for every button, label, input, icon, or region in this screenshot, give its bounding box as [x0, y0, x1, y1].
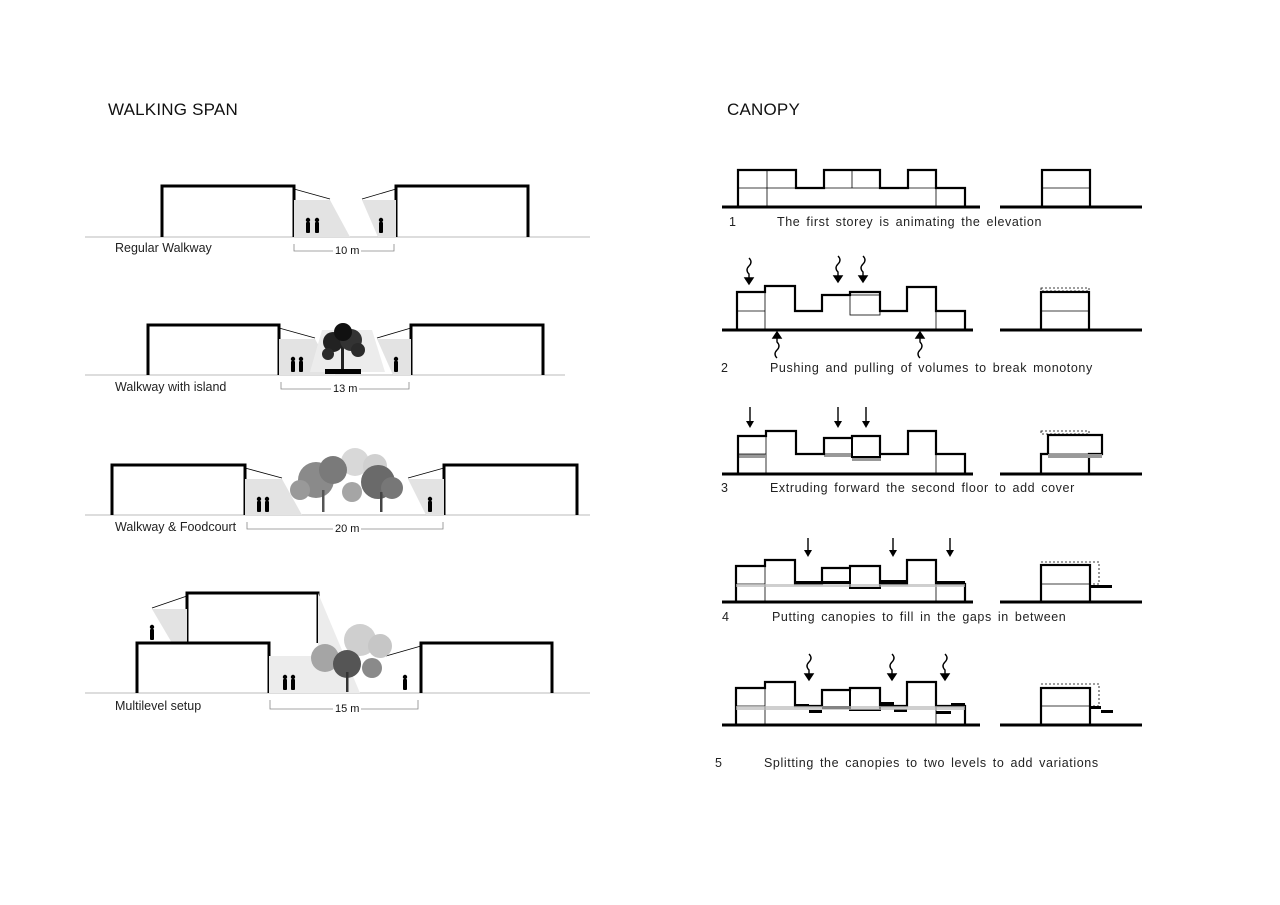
- person-icon: [305, 217, 384, 233]
- canopy-step-3-diagram: [722, 407, 1142, 476]
- section-walkway-island: [85, 323, 565, 390]
- span-dimension: 10 m: [333, 245, 362, 257]
- step-caption: Extruding forward the second floor to ad…: [770, 481, 1075, 495]
- canopy-step-4-diagram: [722, 538, 1142, 604]
- arrow-down-icon: [746, 407, 870, 428]
- section-label: Walkway & Foodcourt: [115, 520, 237, 534]
- canopy-step-1-diagram: [722, 168, 1142, 209]
- tree-icon: [311, 624, 392, 692]
- section-label: Walkway with island: [115, 380, 227, 394]
- step-number: 3: [721, 481, 728, 495]
- person-icon: [149, 624, 408, 690]
- step-number: 2: [721, 361, 728, 375]
- step-caption: Putting canopies to fill in the gaps in …: [772, 610, 1067, 624]
- section-multilevel-setup: [85, 591, 590, 710]
- tree-icon: [290, 448, 403, 512]
- step-caption: Splitting the canopies to two levels to …: [764, 756, 1099, 770]
- span-dimension: 15 m: [333, 703, 362, 715]
- canopy-title: CANOPY: [727, 100, 800, 119]
- section-walkway-foodcourt: [85, 448, 590, 530]
- step-caption: The first storey is animating the elevat…: [777, 215, 1042, 229]
- person-icon: [256, 496, 433, 512]
- section-label: Regular Walkway: [115, 241, 212, 255]
- arrow-down-icon: [804, 538, 954, 557]
- step-number: 1: [729, 215, 736, 229]
- canopy-step-2-diagram: [722, 255, 1142, 359]
- wavy-arrow-icon: [803, 653, 951, 682]
- section-label: Multilevel setup: [115, 699, 202, 713]
- step-caption: Pushing and pulling of volumes to break …: [770, 361, 1093, 375]
- step-number: 5: [715, 756, 722, 770]
- section-regular-walkway: [85, 184, 590, 252]
- span-dimension: 13 m: [331, 383, 360, 395]
- person-icon: [290, 356, 399, 372]
- step-number: 4: [722, 610, 729, 624]
- walking-span-title: WALKING SPAN: [108, 100, 238, 119]
- tree-icon: [310, 323, 385, 374]
- wavy-arrow-icon: [743, 255, 926, 359]
- span-dimension: 20 m: [333, 523, 362, 535]
- canopy-step-5-diagram: [722, 653, 1142, 727]
